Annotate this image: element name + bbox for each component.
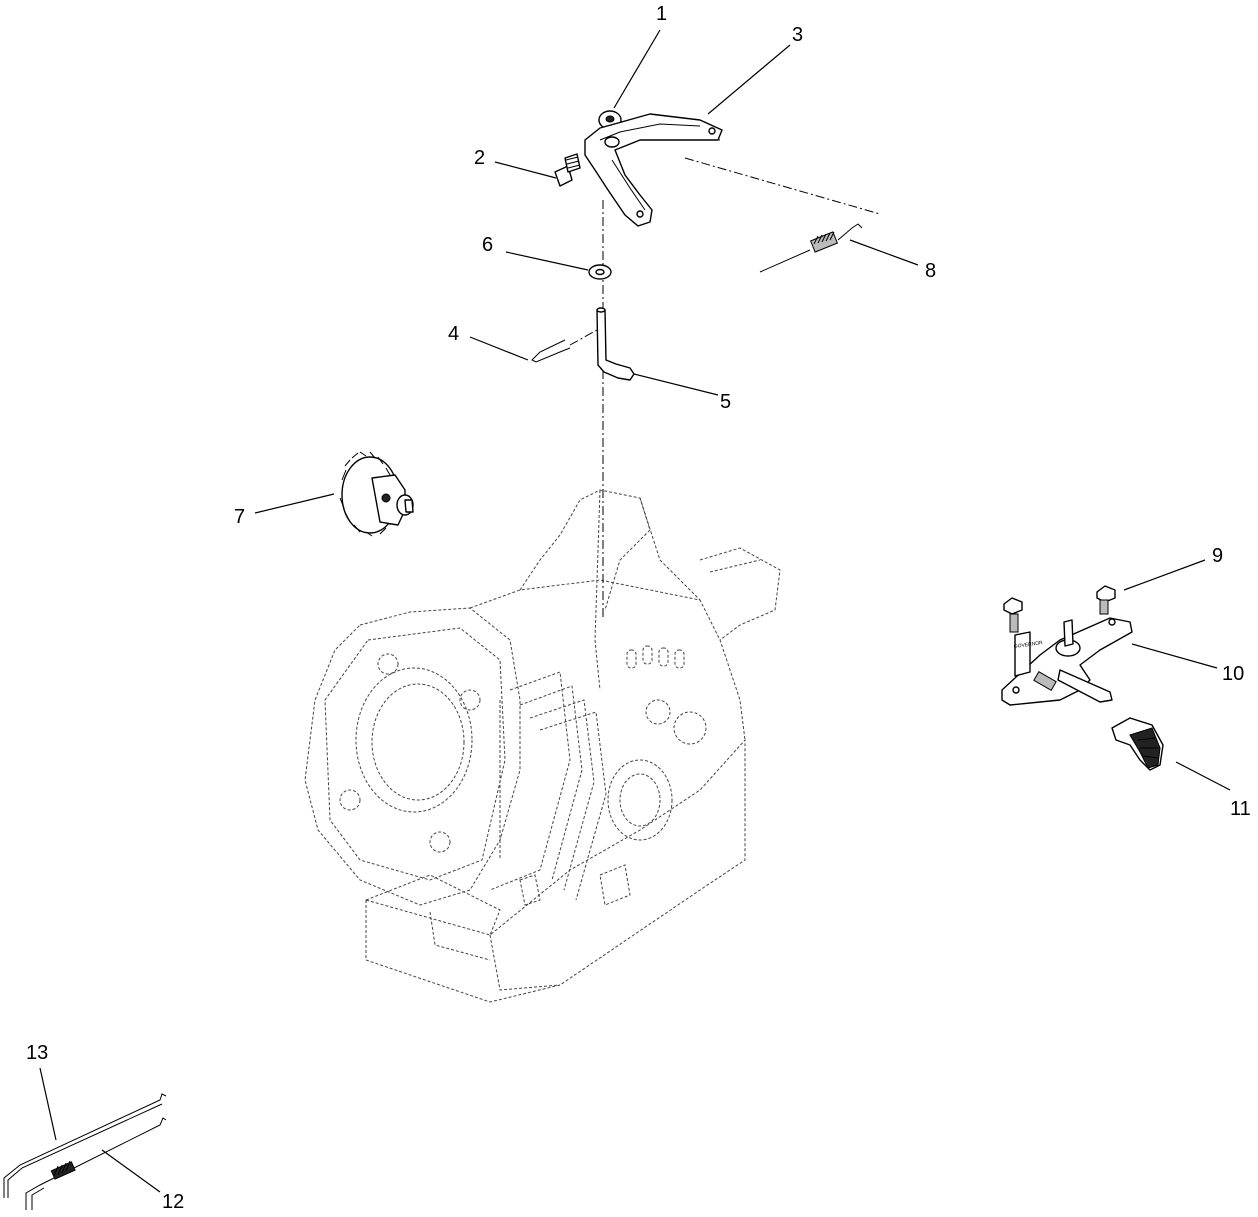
callout-1: 1	[656, 3, 667, 25]
part-8-governor-spring	[759, 223, 863, 273]
callout-8: 8	[925, 260, 936, 282]
control-bracket-decal: GOVERNOR	[1013, 640, 1043, 650]
part-7-governor-gear	[339, 451, 414, 537]
part-4-hairpin-clip	[531, 329, 598, 363]
callout-labels: 1 2 3 4 5 6 7 8 9 10 11 12 13	[26, 3, 1251, 1213]
part-10-throttle-control-bracket: GOVERNOR	[1001, 617, 1133, 706]
leader-lines	[39, 29, 1231, 1193]
callout-13: 13	[26, 1042, 48, 1064]
callout-6: 6	[482, 234, 493, 256]
callout-3: 3	[792, 24, 803, 46]
part-9-flange-bolt-b	[1096, 585, 1116, 615]
callout-9: 9	[1212, 545, 1223, 567]
part-11-control-knob	[1111, 717, 1164, 771]
spring-axis-line-a	[684, 157, 881, 215]
part-3-governor-lever	[584, 113, 723, 227]
callout-5: 5	[720, 391, 731, 413]
callout-7: 7	[234, 506, 245, 528]
part-6-washer	[588, 264, 612, 280]
callout-4: 4	[448, 323, 459, 345]
engine-crankcase-phantom	[304, 489, 781, 1003]
part-12-governor-rod-with-spring	[25, 1117, 167, 1210]
part-2-bolt	[554, 153, 581, 187]
callout-12: 12	[162, 1191, 184, 1213]
part-13-throttle-rod	[3, 1093, 167, 1198]
part-5-governor-shaft	[596, 307, 635, 381]
callout-10: 10	[1222, 663, 1244, 685]
part-9-flange-bolt-a	[1003, 597, 1023, 633]
callout-2: 2	[474, 147, 485, 169]
callout-11: 11	[1230, 798, 1251, 820]
